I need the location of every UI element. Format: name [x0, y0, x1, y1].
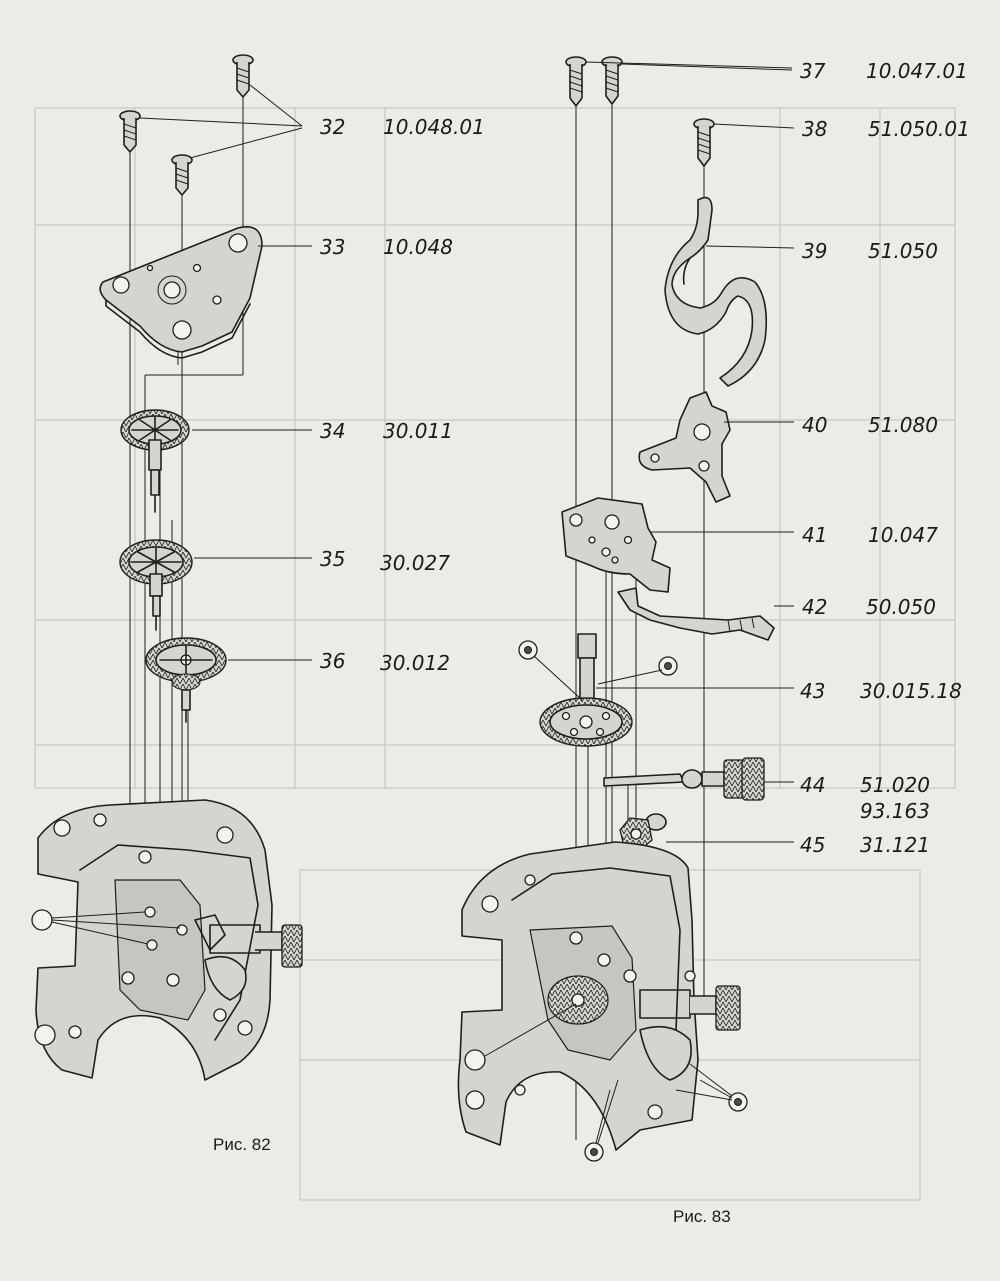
callout-number: 35: [320, 547, 345, 571]
part-code: 10.047.01: [866, 59, 968, 83]
spring-39: [664, 196, 768, 387]
pinion-45: [619, 813, 667, 851]
callout-38: 38 51.050.01: [802, 117, 970, 141]
part-code: 10.048.01: [383, 115, 485, 139]
screw-38-icon: [693, 118, 715, 167]
callout-number: 32: [320, 115, 345, 139]
callout-number: 36: [320, 649, 345, 673]
part-code: 31.121: [860, 833, 930, 857]
callout-number: 34: [320, 419, 345, 443]
bridge-33: [99, 226, 263, 359]
part-code: 30.015.18: [860, 679, 962, 703]
callouts-83: 37 10.047.01 38 51.050.01 39 51.050 40 5…: [585, 59, 970, 857]
part-code: 30.011: [383, 419, 453, 443]
part-code: 51.050: [868, 239, 938, 263]
callout-number: 42: [802, 595, 827, 619]
part-code: 10.047: [868, 523, 938, 547]
lever-40: [638, 391, 731, 503]
callout-35: 35 30.027: [320, 547, 450, 575]
figure-caption: Рис. 83: [673, 1207, 731, 1226]
part-code: 51.080: [868, 413, 938, 437]
gear-34: [120, 409, 190, 513]
screw-37-icon: [565, 56, 587, 107]
figure-83: 37 10.047.01 38 51.050.01 39 51.050 40 5…: [457, 56, 970, 1226]
callout-45: 45 31.121: [800, 833, 930, 857]
callout-number: 40: [802, 413, 827, 437]
callout-41: 41 10.047: [802, 523, 938, 547]
bridge-41: [561, 497, 671, 593]
callout-32: 32 10.048.01: [320, 115, 485, 139]
lever-42: [617, 587, 775, 641]
callout-33: 33 10.048: [320, 235, 453, 259]
base-plate-83: [457, 841, 748, 1162]
callout-37: 37 10.047.01: [800, 59, 968, 83]
part-code: 30.012: [380, 651, 450, 675]
gear-35: [119, 539, 193, 631]
part-code: 10.048: [383, 235, 453, 259]
callout-42: 42 50.050: [802, 595, 936, 619]
figure-caption: Рис. 82: [213, 1135, 271, 1154]
screw-32-icon: [232, 54, 254, 98]
callout-43: 43 30.015.18: [800, 679, 962, 703]
gear-36: [145, 637, 227, 723]
part-code: 30.027: [380, 551, 450, 575]
gear-43: [518, 633, 678, 747]
part-code: 51.020: [860, 773, 930, 797]
winding-stem-44: [603, 757, 765, 801]
screw-32-icon: [119, 110, 141, 153]
callout-number: 33: [320, 235, 345, 259]
callout-number: 41: [802, 523, 827, 547]
screw-32-icon: [171, 154, 193, 196]
callout-number: 45: [800, 833, 825, 857]
part-code: 51.050.01: [868, 117, 970, 141]
callout-number: 39: [802, 239, 827, 263]
callout-number: 38: [802, 117, 827, 141]
callouts-82: 32 10.048.01 33 10.048 34 30.011 35 30.0…: [139, 84, 485, 675]
callout-number: 37: [800, 59, 826, 83]
figure-82: 32 10.048.01 33 10.048 34 30.011 35 30.0…: [31, 54, 485, 1154]
callout-number: 43: [800, 679, 825, 703]
callout-40: 40 51.080: [802, 413, 938, 437]
callout-36: 36 30.012: [320, 649, 450, 675]
base-plate-82: [31, 799, 303, 1081]
callout-39: 39 51.050: [802, 239, 938, 263]
callout-number: 44: [800, 773, 825, 797]
screw-37-icon: [601, 56, 623, 105]
part-code-secondary: 93.163: [860, 799, 930, 823]
callout-34: 34 30.011: [320, 419, 453, 443]
part-code: 50.050: [866, 595, 936, 619]
callout-44: 44 51.020 93.163: [800, 773, 930, 823]
